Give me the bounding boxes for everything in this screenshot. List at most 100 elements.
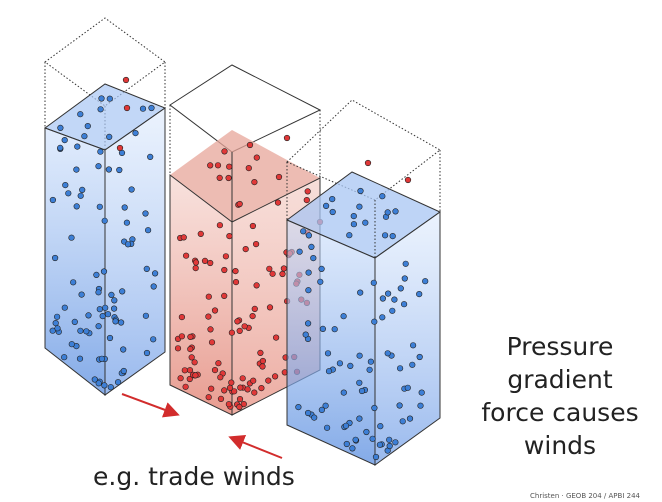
- air-particle: [241, 323, 248, 330]
- air-particle: [145, 227, 152, 234]
- air-particle: [108, 291, 115, 299]
- air-particle: [249, 222, 256, 230]
- left-column-particles: [49, 95, 159, 391]
- right-column-side-face: [374, 211, 441, 466]
- air-particle: [237, 384, 244, 391]
- air-particle: [100, 268, 108, 275]
- right-cold-column: [286, 99, 441, 466]
- air-particle: [324, 350, 332, 357]
- air-particle: [401, 301, 408, 308]
- air-particle: [139, 105, 147, 112]
- air-particle: [379, 314, 386, 321]
- air-particle: [105, 166, 112, 173]
- air-particle: [112, 318, 119, 325]
- air-particle: [177, 375, 184, 382]
- right-column-front-face: [286, 219, 376, 466]
- air-particle: [99, 313, 106, 320]
- air-particle: [62, 182, 69, 189]
- air-particle: [76, 355, 84, 362]
- air-particle: [372, 453, 380, 461]
- air-particle: [325, 368, 333, 375]
- air-particle: [205, 394, 212, 401]
- air-particle: [182, 383, 189, 390]
- wind-arrow-surface-left: [228, 435, 283, 459]
- air-particle: [221, 266, 228, 274]
- air-particle: [274, 199, 282, 206]
- air-particle: [77, 327, 84, 334]
- air-particle: [303, 197, 310, 204]
- air-particle: [399, 418, 406, 425]
- air-particle: [122, 76, 130, 84]
- air-particle: [116, 166, 123, 174]
- air-particle: [305, 269, 312, 276]
- middle-column-top-face: [170, 130, 320, 222]
- air-particle: [120, 346, 127, 353]
- air-particle: [322, 402, 329, 409]
- air-particle: [123, 219, 130, 226]
- air-particle: [283, 134, 291, 142]
- air-particle: [329, 196, 336, 203]
- air-particle: [104, 311, 112, 318]
- air-particle: [336, 360, 344, 367]
- air-particle: [234, 318, 241, 325]
- air-particle: [396, 402, 403, 409]
- air-particle: [110, 305, 118, 312]
- air-particle: [73, 166, 80, 173]
- air-particle: [186, 375, 193, 383]
- air-particle: [275, 173, 283, 181]
- air-particle: [77, 111, 84, 118]
- air-particle: [265, 377, 272, 384]
- air-particle: [352, 436, 359, 443]
- air-particle: [84, 122, 91, 130]
- air-particle: [183, 252, 190, 259]
- middle-column-particles: [116, 76, 412, 411]
- air-particle: [250, 377, 257, 384]
- air-particle: [404, 176, 412, 184]
- air-particle: [91, 376, 98, 383]
- air-particle: [192, 265, 199, 272]
- air-particle: [57, 124, 64, 131]
- air-particle: [379, 295, 387, 302]
- air-particle: [97, 148, 104, 155]
- air-particle: [242, 246, 249, 253]
- caption-line-2: gradient: [507, 365, 613, 394]
- trade-winds-caption: e.g. trade winds: [93, 462, 295, 491]
- air-particle: [186, 367, 194, 374]
- air-particle: [304, 188, 311, 195]
- air-particle: [85, 312, 92, 319]
- air-particle: [211, 367, 219, 374]
- air-particle: [422, 278, 429, 285]
- air-particle: [117, 319, 125, 326]
- caption-line-4: winds: [523, 431, 597, 460]
- air-particle: [340, 389, 347, 396]
- air-particle: [331, 326, 338, 333]
- air-particle: [406, 415, 414, 422]
- air-particle: [142, 210, 149, 217]
- air-particle: [350, 221, 358, 228]
- air-particle: [61, 304, 68, 311]
- air-particle: [97, 106, 104, 113]
- air-particle: [259, 363, 266, 370]
- right-column-particles: [295, 187, 429, 461]
- air-particle: [377, 423, 384, 430]
- air-particle: [310, 255, 317, 262]
- air-particle: [150, 283, 157, 290]
- air-particle: [71, 318, 78, 326]
- air-particle: [95, 289, 102, 296]
- air-particle: [101, 382, 108, 389]
- air-particle: [123, 104, 131, 112]
- air-particle: [342, 422, 350, 429]
- air-particle: [259, 357, 267, 365]
- air-particle: [98, 95, 105, 102]
- air-particle: [323, 202, 330, 209]
- air-particle: [192, 372, 199, 379]
- air-particle: [65, 190, 72, 197]
- air-particle: [305, 409, 312, 417]
- air-particle: [273, 334, 280, 341]
- air-particle: [356, 352, 363, 359]
- air-particle: [132, 130, 139, 137]
- air-particle: [222, 253, 229, 260]
- air-particle: [205, 313, 212, 320]
- air-particle: [272, 373, 279, 380]
- air-particle: [178, 333, 185, 340]
